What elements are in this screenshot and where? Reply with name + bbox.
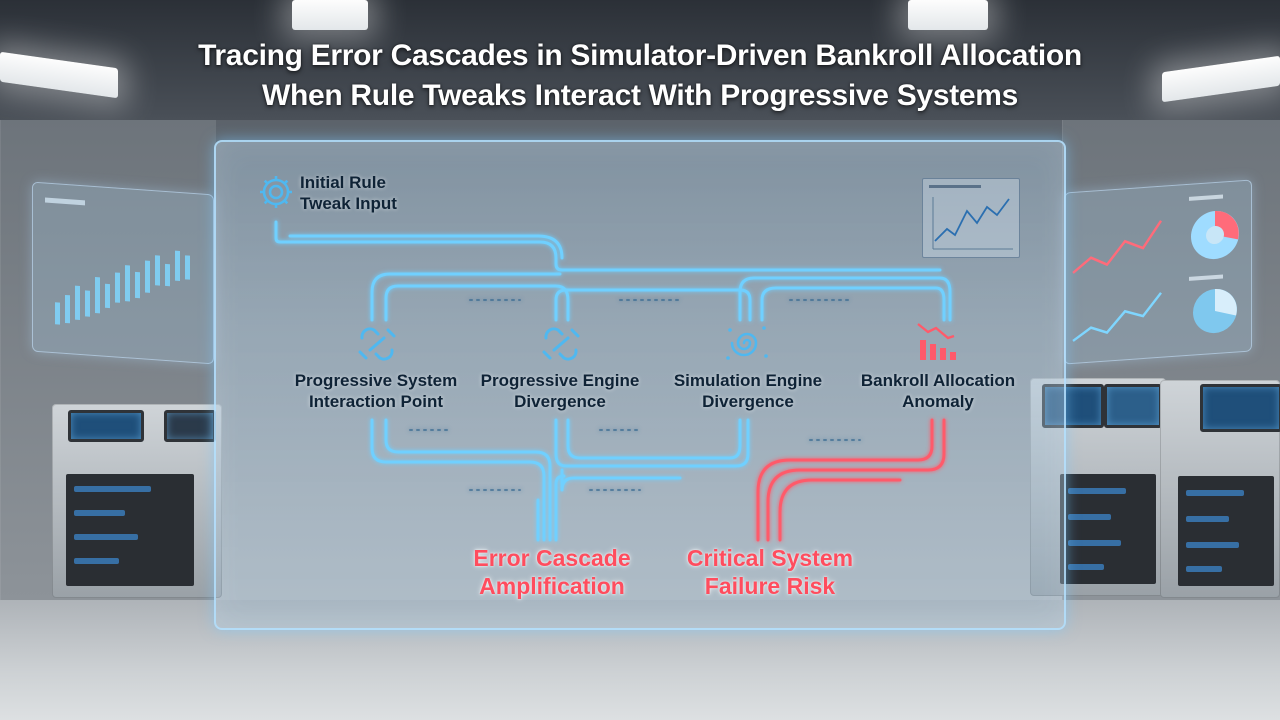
node-label-bankroll-allocation: Bankroll Allocation Anomaly: [860, 371, 1016, 411]
main-glass-panel: [214, 140, 1066, 630]
node-label-progressive-engine: Progressive Engine Divergence: [480, 371, 640, 411]
gear-icon: [260, 176, 292, 208]
title-line-1: Tracing Error Cascades in Simulator-Driv…: [198, 39, 1082, 72]
console-screen: [1104, 384, 1162, 428]
spiral-icon: [726, 326, 768, 360]
node-label-progressive-system: Progressive System Interaction Point: [294, 371, 458, 411]
mini-chart-graphic: [929, 185, 1013, 250]
flow-line-red-outer: [766, 418, 946, 542]
server-rack: [1060, 474, 1156, 584]
flow-line-to-progressive-engine: [554, 288, 752, 322]
left-hologram-chart: [32, 181, 214, 365]
right-server-console: [1030, 378, 1166, 596]
console-screen: [1200, 384, 1280, 432]
console-screen: [1042, 384, 1104, 428]
node-label-simulation-engine: Simulation Engine Divergence: [673, 371, 823, 411]
left-hologram-bars: [45, 197, 190, 325]
ceiling-light: [908, 0, 988, 30]
right-hologram-graphics: [1072, 194, 1239, 342]
link-icon: [542, 327, 580, 361]
server-rack: [66, 474, 194, 586]
declining-bars-icon: [917, 323, 956, 360]
ceiling-light: [292, 0, 368, 30]
output-error-cascade: Error Cascade Amplification: [473, 545, 631, 599]
right-hologram-charts: [1064, 179, 1252, 365]
flow-line-trunk-inner: [288, 234, 564, 260]
flow-line-to-progressive-system: [370, 272, 562, 322]
flow-line-lower-mid: [554, 418, 750, 468]
node-label-initial-rule-tweak: Initial Rule Tweak Input: [300, 173, 397, 213]
left-server-console: [52, 404, 222, 598]
output-critical-failure: Critical System Failure Risk: [686, 545, 854, 599]
flow-line-to-simulation-engine: [738, 276, 952, 322]
flow-line-input-trunk: [274, 220, 942, 272]
link-icon: [358, 327, 396, 361]
right-server-console: [1160, 380, 1280, 598]
console-screen: [68, 410, 144, 442]
flow-line-lower-left: [370, 418, 546, 542]
page-title: Tracing Error Cascades in Simulator-Driv…: [0, 36, 1280, 116]
server-rack: [1178, 476, 1274, 586]
floor: [0, 600, 1280, 720]
ceiling: [0, 0, 1280, 120]
title-line-2: When Rule Tweaks Interact With Progressi…: [261, 79, 1019, 112]
mini-line-chart: [922, 178, 1020, 258]
flow-line-red-inner: [756, 418, 934, 542]
